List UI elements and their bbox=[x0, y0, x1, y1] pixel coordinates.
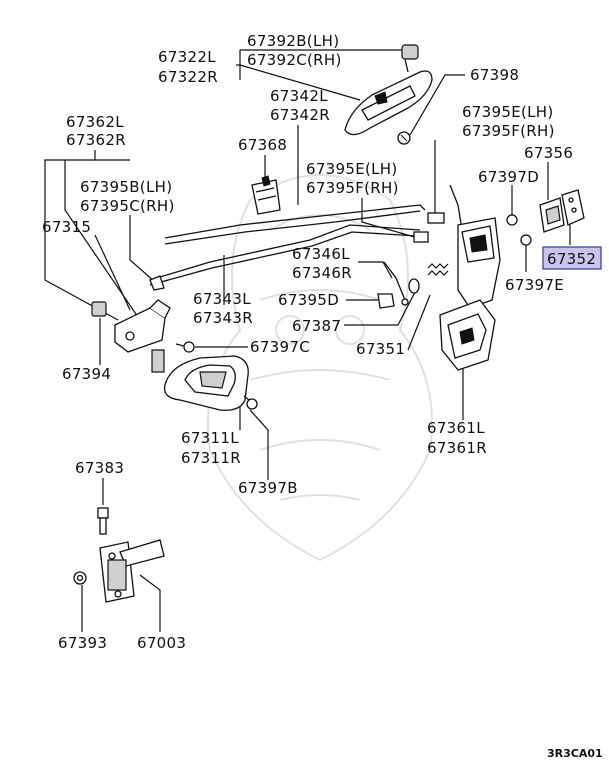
outside-handle-part bbox=[344, 44, 433, 136]
label-67322r[interactable]: 67322R bbox=[158, 68, 218, 86]
clip-67395e-middle-part bbox=[413, 231, 429, 243]
label-67343l[interactable]: 67343L bbox=[193, 290, 251, 308]
clip-67395b-part bbox=[149, 275, 165, 291]
screw-67397e-part bbox=[520, 234, 532, 246]
bolt-67383-part bbox=[97, 507, 109, 535]
label-67395f-middle[interactable]: 67395F(RH) bbox=[306, 179, 399, 197]
label-67387[interactable]: 67387 bbox=[292, 317, 341, 335]
label-67392b[interactable]: 67392B(LH) bbox=[247, 32, 339, 50]
label-67322l[interactable]: 67322L bbox=[158, 48, 216, 66]
label-67362l[interactable]: 67362L bbox=[66, 113, 124, 131]
label-67397b[interactable]: 67397B bbox=[238, 479, 298, 497]
label-67383[interactable]: 67383 bbox=[75, 459, 124, 477]
highlight-67352-box bbox=[542, 246, 602, 270]
label-67311r[interactable]: 67311R bbox=[181, 449, 241, 467]
diagram-reference-code: 3R3CA01 bbox=[547, 747, 603, 760]
clip-67398-part bbox=[397, 131, 411, 145]
door-checker-67003-part bbox=[99, 539, 165, 603]
label-67362r[interactable]: 67362R bbox=[66, 131, 126, 149]
label-67311l[interactable]: 67311L bbox=[181, 429, 239, 447]
rod-holder-67368-part bbox=[251, 175, 281, 215]
label-67368[interactable]: 67368 bbox=[238, 136, 287, 154]
bushing-67395d-part bbox=[377, 293, 395, 309]
label-67356[interactable]: 67356 bbox=[524, 144, 573, 162]
nut-67393-part bbox=[73, 571, 87, 585]
rod-67346-part bbox=[383, 261, 409, 306]
label-67397e[interactable]: 67397E bbox=[505, 276, 564, 294]
screw-67397c-part bbox=[175, 341, 195, 353]
label-67342l[interactable]: 67342L bbox=[270, 87, 328, 105]
label-67352[interactable]: 67352 bbox=[547, 250, 596, 268]
label-67315[interactable]: 67315 bbox=[42, 218, 91, 236]
label-67361r[interactable]: 67361R bbox=[427, 439, 487, 457]
label-67395e-upper[interactable]: 67395E(LH) bbox=[462, 103, 554, 121]
shim-67352-part bbox=[561, 189, 585, 226]
label-67395f-upper[interactable]: 67395F(RH) bbox=[462, 122, 555, 140]
label-67395d[interactable]: 67395D bbox=[278, 291, 339, 309]
label-67398[interactable]: 67398 bbox=[470, 66, 519, 84]
screw-67397d-part bbox=[506, 214, 518, 226]
label-67346l[interactable]: 67346L bbox=[292, 245, 350, 263]
label-67395b[interactable]: 67395B(LH) bbox=[80, 178, 172, 196]
linkage-rods bbox=[149, 184, 463, 286]
label-67394[interactable]: 67394 bbox=[62, 365, 111, 383]
inside-handle-part bbox=[163, 355, 249, 411]
label-67343r[interactable]: 67343R bbox=[193, 309, 253, 327]
clip-67394-part bbox=[91, 301, 107, 317]
striker-67356-part bbox=[539, 197, 565, 233]
screw-67397b-part bbox=[243, 395, 258, 410]
leader-lines bbox=[44, 49, 571, 632]
part-labels: 67392B(LH) 67392C(RH) 67322L 67322R 6739… bbox=[42, 32, 603, 760]
label-67397c[interactable]: 67397C bbox=[250, 338, 310, 356]
label-67342r[interactable]: 67342R bbox=[270, 106, 330, 124]
label-67351[interactable]: 67351 bbox=[356, 340, 405, 358]
washer-67387-part bbox=[408, 278, 420, 294]
spring-67351-part bbox=[427, 263, 449, 276]
label-67395c[interactable]: 67395C(RH) bbox=[80, 197, 175, 215]
label-67003[interactable]: 67003 bbox=[137, 634, 186, 652]
label-67397d[interactable]: 67397D bbox=[478, 168, 539, 186]
label-67346r[interactable]: 67346R bbox=[292, 264, 352, 282]
label-67361l[interactable]: 67361L bbox=[427, 419, 485, 437]
clip-67395e-upper-part bbox=[427, 212, 445, 224]
label-67395e-middle[interactable]: 67395E(LH) bbox=[306, 160, 398, 178]
label-67393[interactable]: 67393 bbox=[58, 634, 107, 652]
label-67392c[interactable]: 67392C(RH) bbox=[247, 51, 342, 69]
door-lock-assembly-part bbox=[439, 217, 501, 371]
inner-bracket-67315-part bbox=[114, 299, 171, 373]
